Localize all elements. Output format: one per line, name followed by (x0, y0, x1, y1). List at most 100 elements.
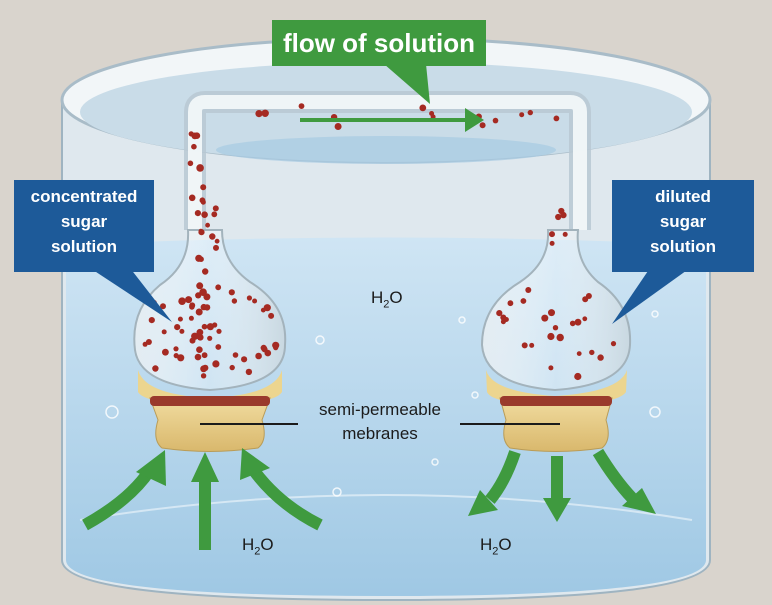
sugar-dot (574, 318, 582, 326)
sugar-dot (582, 316, 588, 322)
sugar-dot (252, 298, 258, 304)
sugar-dot (187, 160, 194, 167)
sugar-dot (492, 117, 499, 124)
sugar-dot (547, 332, 555, 341)
sugar-dot (160, 303, 166, 310)
sugar-dot (562, 231, 568, 237)
sugar-dot (185, 296, 193, 304)
left-callout-pointer (90, 268, 172, 322)
sugar-dot (245, 368, 253, 376)
connecting-tube (184, 91, 591, 230)
sugar-dot (179, 328, 185, 334)
sugar-dot (195, 254, 203, 262)
sugar-dot (334, 123, 342, 130)
membrane-label-line-1: semi-permeable (319, 400, 441, 419)
sugar-dot (188, 315, 194, 321)
sugar-dot (215, 284, 222, 291)
right-callout: diluted sugar solution (612, 180, 754, 272)
sugar-dot (209, 233, 216, 240)
sugar-dot (162, 348, 169, 356)
sugar-dot (177, 316, 183, 322)
sugar-dot (200, 365, 208, 373)
sugar-dot (145, 339, 152, 345)
water-in-arrows (82, 448, 323, 550)
sugar-dot (212, 322, 218, 328)
sugar-dot (173, 346, 179, 352)
sugar-dot (261, 346, 268, 353)
water-label-center: H2O (371, 288, 403, 311)
sugar-dot (597, 354, 604, 361)
sugar-dot (273, 345, 279, 351)
left-callout: concentrated sugar solution (14, 180, 154, 272)
sugar-dot (201, 211, 208, 218)
sugar-dot (574, 372, 582, 381)
sugar-dot (229, 364, 235, 371)
sugar-dot (576, 351, 582, 356)
sugar-dot (152, 365, 159, 372)
sugar-dot (560, 211, 567, 219)
sugar-dot (200, 373, 207, 379)
right-callout-line-1: diluted (655, 187, 711, 206)
sugar-dot (585, 293, 592, 299)
sugar-dot (212, 360, 220, 368)
sugar-dot (255, 110, 263, 118)
sugar-dot (191, 332, 199, 340)
water-bubbles (105, 310, 661, 497)
sugar-dot (193, 132, 201, 139)
sugar-dot (197, 334, 204, 341)
sugar-dot (241, 356, 248, 363)
sugar-dot (553, 115, 560, 122)
sugar-dot (196, 282, 204, 290)
sugar-dot (174, 324, 181, 331)
left-callout-line-2: sugar (60, 212, 108, 231)
sugar-dot (521, 342, 528, 349)
sugar-dot (177, 354, 185, 362)
sugar-dot (419, 104, 427, 112)
sugar-dot (215, 344, 222, 350)
sugar-dot (212, 205, 219, 212)
sugar-dot (261, 109, 269, 118)
sugar-molecules (142, 103, 617, 381)
flow-label-pointer (384, 64, 430, 104)
water-label-left-bottom: H2O (242, 535, 274, 558)
sugar-dot (196, 346, 203, 354)
sugar-dot (232, 352, 239, 358)
sugar-dot (188, 131, 194, 137)
sugar-dot (255, 352, 262, 360)
sugar-dot (260, 307, 266, 313)
sugar-dot (207, 335, 213, 341)
sugar-dot (188, 194, 196, 202)
sugar-dot (199, 288, 207, 297)
sugar-dot (198, 228, 204, 234)
left-callout-line-3: solution (50, 237, 118, 256)
sugar-dot (194, 353, 202, 361)
sugar-dot (519, 112, 525, 118)
sugar-dot (200, 184, 207, 191)
water-out-arrows (468, 448, 656, 522)
sugar-dot (496, 310, 503, 317)
sugar-dot (202, 268, 209, 275)
sugar-dot (552, 325, 559, 331)
sugar-dot (148, 317, 155, 324)
membrane-label-line-2: mebranes (342, 424, 418, 443)
sugar-dot (246, 295, 252, 301)
sugar-dot (211, 211, 218, 218)
sugar-dot (205, 222, 211, 228)
sugar-dot (503, 317, 509, 322)
sugar-dot (569, 320, 576, 327)
sugar-dot (189, 304, 195, 310)
sugar-dot (610, 341, 617, 347)
sugar-dot (525, 287, 532, 293)
sugar-dot (216, 328, 222, 334)
sugar-dot (196, 164, 204, 172)
flow-arrow (300, 108, 484, 132)
sugar-dot (589, 349, 595, 356)
sugar-dot (228, 289, 235, 296)
sugar-dot (507, 300, 514, 307)
right-callout-line-2: sugar (659, 212, 707, 231)
sugar-dot (231, 298, 238, 304)
sugar-dot (527, 109, 533, 116)
sugar-dot (214, 238, 220, 244)
